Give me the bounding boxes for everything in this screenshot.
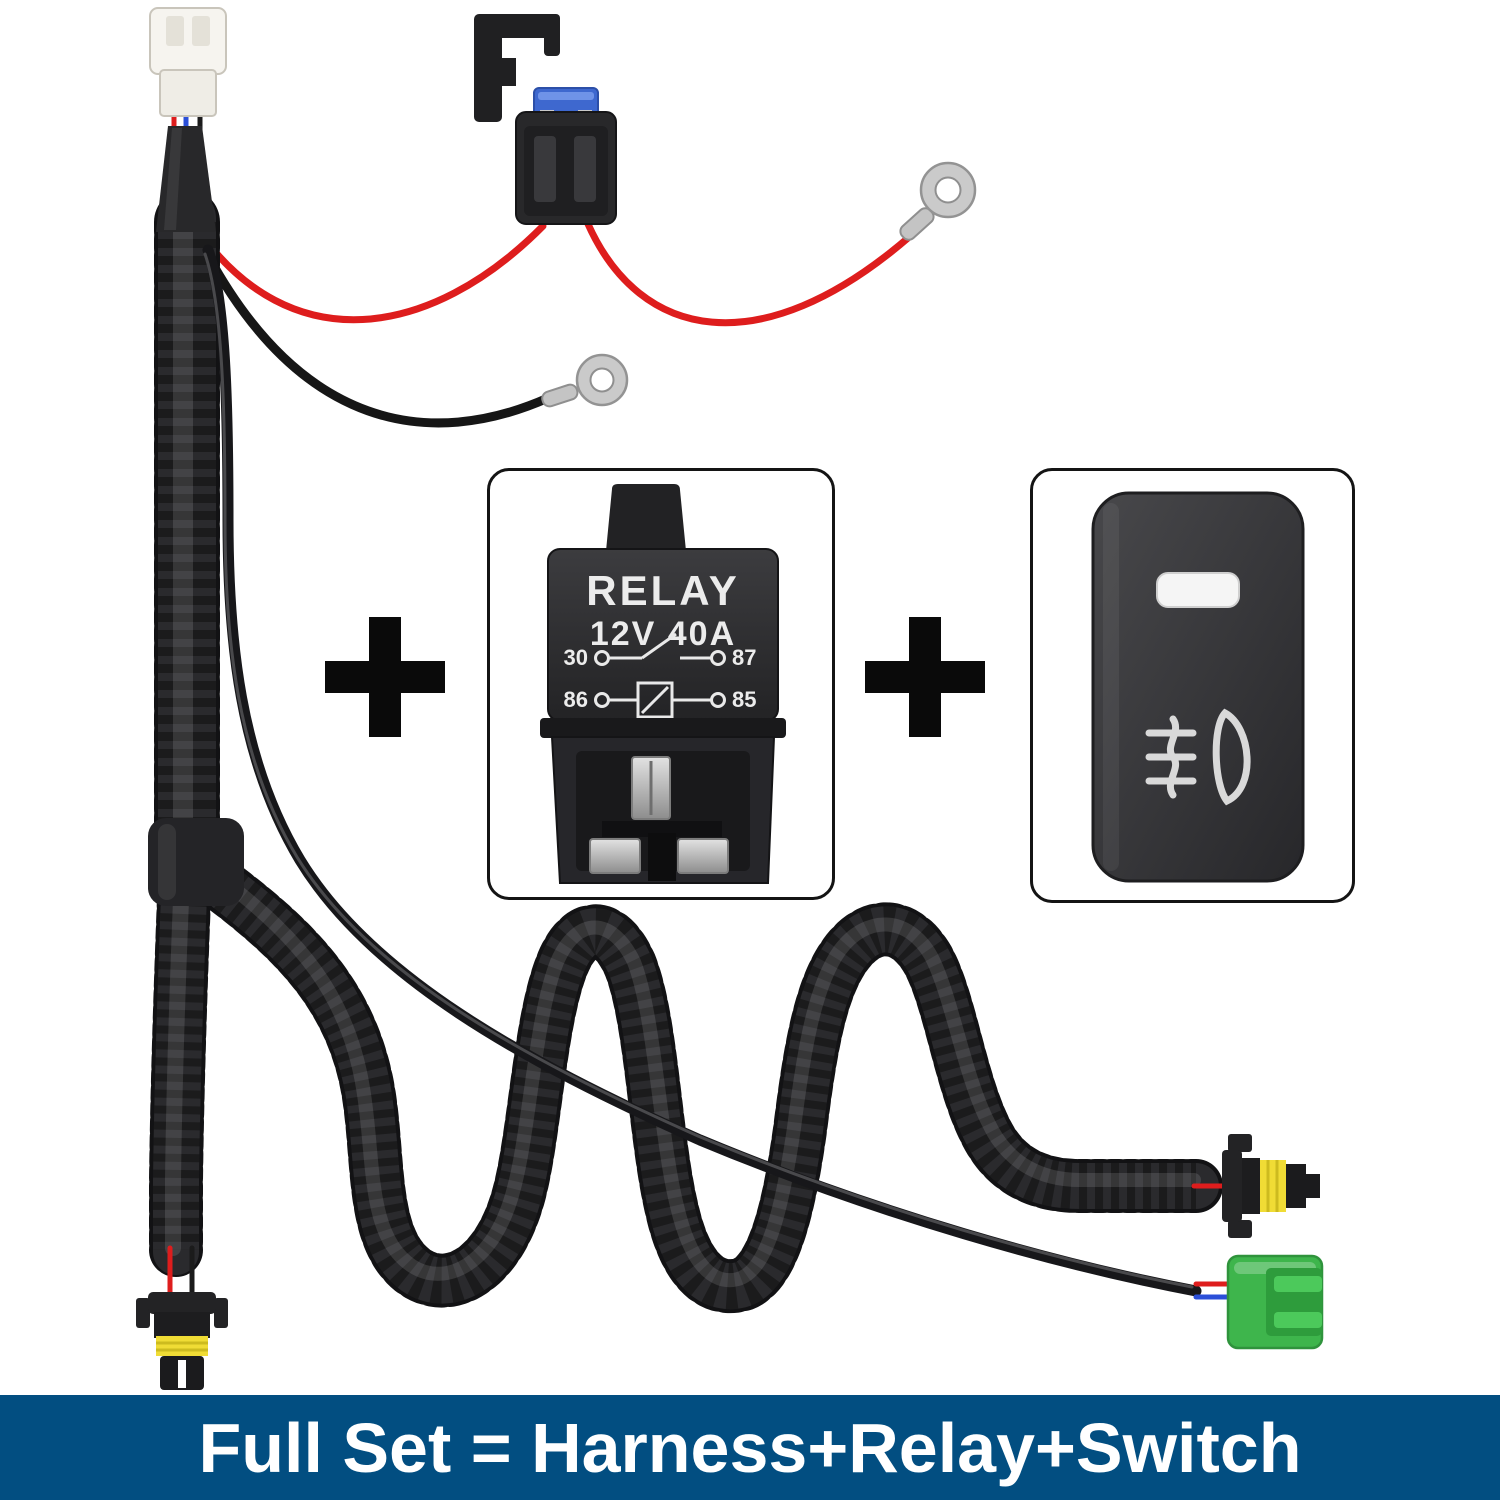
relay-pin-86: 86 <box>564 687 588 712</box>
relay-photo: RELAY 12V 40A 30 87 86 85 <box>540 484 786 884</box>
banner: Full Set = Harness+Relay+Switch <box>0 1395 1500 1500</box>
fog-lamp-connector-right <box>1191 1134 1320 1238</box>
switch-card <box>1030 468 1355 903</box>
switch-photo <box>1091 491 1305 883</box>
corrugated-snake-tube <box>201 863 1223 1314</box>
plus-icon <box>865 617 985 737</box>
ground-wire-black <box>199 243 553 428</box>
left-fog-tube <box>149 871 211 1277</box>
main-harness-tube <box>154 189 220 868</box>
split-sleeve <box>148 818 244 906</box>
banner-text: Full Set = Harness+Relay+Switch <box>198 1408 1302 1487</box>
fog-light-icon <box>1145 708 1251 806</box>
led-indicator-window <box>1156 572 1240 608</box>
relay-pin-85: 85 <box>732 687 756 712</box>
relay-card: RELAY 12V 40A 30 87 86 85 <box>487 468 835 900</box>
plus-icon <box>325 617 445 737</box>
power-wire-red <box>194 220 912 327</box>
relay-pin-30: 30 <box>564 645 588 670</box>
harness-plug-connector <box>149 7 227 232</box>
switch-signal-cable <box>202 244 1202 1297</box>
relay-rating: 12V 40A <box>590 615 736 653</box>
fuse-holder <box>474 14 617 225</box>
ground-ring-terminal <box>541 353 629 408</box>
relay-title: RELAY <box>586 567 740 614</box>
switch-connector-green <box>1193 1254 1324 1350</box>
battery-ring-terminal <box>899 161 977 241</box>
fog-lamp-connector-left <box>136 1245 228 1390</box>
relay-pin-87: 87 <box>732 645 756 670</box>
